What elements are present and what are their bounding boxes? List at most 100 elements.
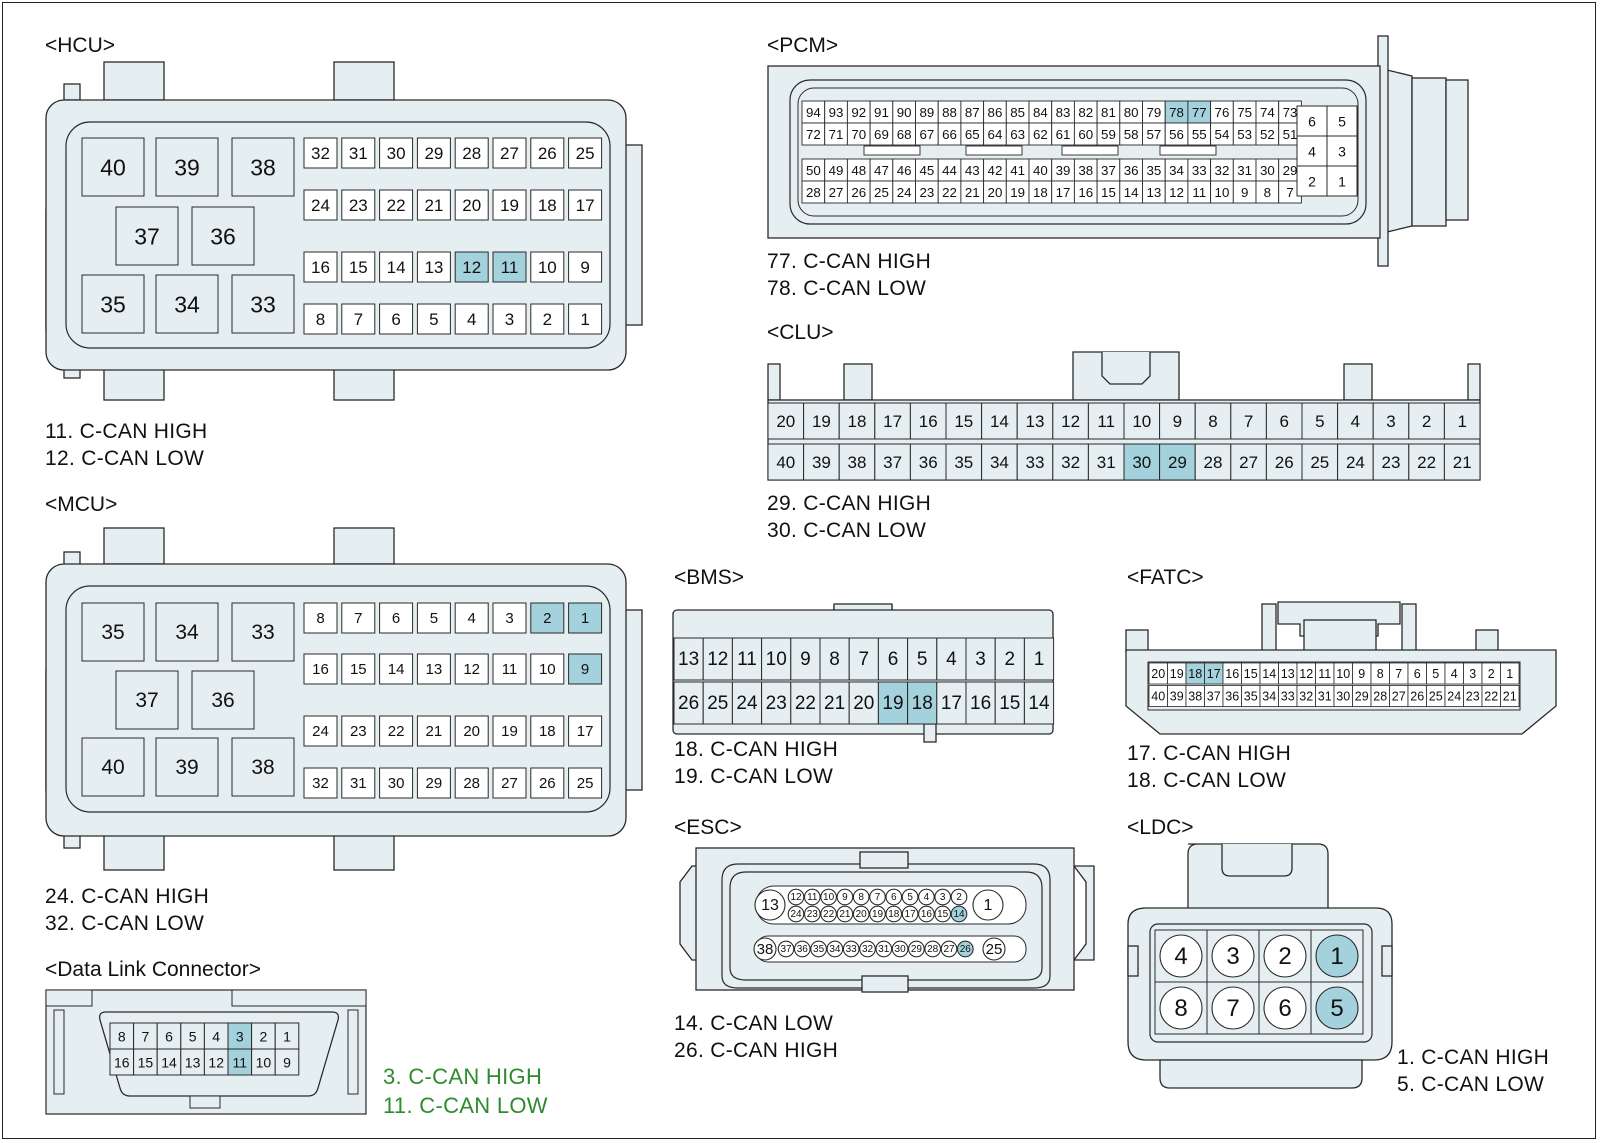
pin-number: 17 — [576, 196, 595, 215]
pin-number: 12 — [1061, 412, 1080, 431]
pin-number: 44 — [942, 163, 957, 178]
pin — [81, 737, 145, 797]
pin-number: 21 — [839, 909, 851, 920]
pin-number: 39 — [1170, 690, 1184, 704]
pin-number: 1 — [1034, 649, 1045, 670]
pin-number: 2 — [1005, 649, 1016, 670]
pin-number: 17 — [941, 693, 962, 714]
pin — [492, 767, 527, 799]
pin — [1372, 443, 1410, 481]
pin-number: 94 — [806, 105, 821, 120]
pin-number: 6 — [391, 310, 400, 329]
pin-number: 24 — [1447, 690, 1461, 704]
pin-number: 7 — [354, 310, 363, 329]
pin-number: 32 — [1215, 163, 1230, 178]
pin-number: 80 — [1124, 105, 1139, 120]
pin-number: 23 — [1466, 690, 1480, 704]
pin — [341, 715, 376, 747]
pin-number: 39 — [174, 155, 200, 181]
pin — [492, 189, 527, 221]
pin-note: 18. C-CAN HIGH — [674, 738, 839, 761]
pin — [1500, 662, 1520, 685]
pin-note: 3. C-CAN HIGH — [383, 1064, 543, 1089]
pin — [155, 274, 219, 334]
pin-number: 5 — [917, 649, 928, 670]
pin — [379, 137, 414, 169]
housing-part — [103, 61, 165, 101]
pin-number: 52 — [1260, 127, 1275, 142]
pin-number: 5 — [1330, 995, 1343, 1022]
pin-number: 30 — [1336, 690, 1350, 704]
pin-number: 22 — [388, 723, 405, 740]
pin — [416, 767, 451, 799]
pin-number: 40 — [100, 155, 126, 181]
pin — [994, 681, 1025, 725]
pin — [1408, 402, 1445, 440]
pin-number: 18 — [539, 723, 556, 740]
pin-number: 4 — [924, 892, 930, 903]
pin-number: 25 — [577, 775, 594, 792]
pin-number: 12 — [707, 649, 728, 670]
pin-number: 14 — [953, 909, 965, 920]
pin-number: 28 — [462, 144, 481, 163]
pin — [191, 670, 255, 730]
pin — [673, 681, 704, 725]
pin-number: 4 — [1351, 412, 1360, 431]
pin — [777, 940, 795, 958]
pin — [1159, 402, 1196, 440]
pin — [379, 251, 414, 283]
pin-number: 83 — [1056, 105, 1071, 120]
pin-note: 29. C-CAN HIGH — [767, 492, 932, 515]
pin-number: 1 — [581, 610, 589, 627]
housing-part — [1411, 77, 1447, 227]
pin-number: 30 — [895, 944, 907, 955]
pin-number: 75 — [1237, 105, 1252, 120]
pin-number: 23 — [349, 196, 368, 215]
pin-number: 14 — [388, 661, 405, 678]
pin-number: 1 — [1330, 943, 1343, 970]
pin-number: 76 — [1215, 105, 1230, 120]
pin — [568, 767, 603, 799]
pin-number: 60 — [1078, 127, 1093, 142]
pin-note: 26. C-CAN HIGH — [674, 1039, 839, 1062]
pin — [341, 137, 376, 169]
pin — [1500, 685, 1520, 707]
pin — [568, 303, 603, 335]
housing-part — [231, 989, 367, 1007]
pin — [767, 402, 805, 440]
pin — [1443, 402, 1481, 440]
pin — [191, 206, 255, 266]
pin — [1023, 681, 1055, 725]
pin-number: 35 — [813, 944, 825, 955]
housing-part — [1221, 844, 1293, 877]
pin-number: 6 — [1278, 995, 1291, 1022]
pin-number: 16 — [1078, 185, 1093, 200]
pin — [936, 637, 967, 681]
pin-number: 36 — [211, 689, 234, 712]
pin-number: 45 — [919, 163, 934, 178]
pin-number: 3 — [236, 1029, 244, 1045]
pin — [891, 940, 909, 958]
pin-number: 6 — [1308, 114, 1316, 130]
pin-number: 38 — [848, 453, 867, 472]
pin-number: 8 — [1377, 667, 1384, 681]
pin-number: 37 — [134, 224, 160, 250]
pin-number: 26 — [851, 185, 866, 200]
pin-number: 2 — [260, 1029, 268, 1045]
pin-number: 40 — [1151, 690, 1165, 704]
pin — [274, 1048, 300, 1076]
pin-number: 91 — [874, 105, 889, 120]
pin-number: 15 — [1101, 185, 1116, 200]
pin — [341, 303, 376, 335]
pin-number: 28 — [806, 185, 821, 200]
pin — [1230, 443, 1267, 481]
pin — [379, 602, 414, 634]
pin-highlighted — [568, 653, 603, 685]
pin-note: 19. C-CAN LOW — [674, 765, 834, 788]
pin-number: 67 — [919, 127, 934, 142]
pin-number: 10 — [539, 661, 556, 678]
pin — [568, 251, 603, 283]
pin — [918, 888, 935, 906]
pin-highlighted — [492, 251, 527, 283]
